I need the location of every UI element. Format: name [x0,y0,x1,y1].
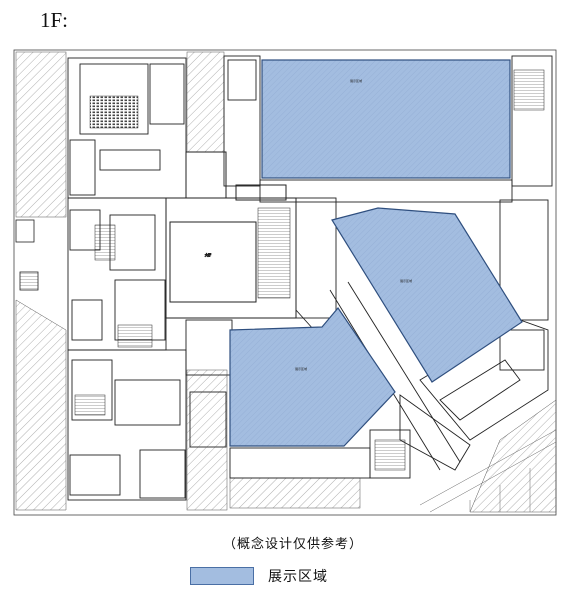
exhibit-area-east [331,207,523,383]
floor-label: 1F: [40,8,69,32]
left-exterior-items [15,219,39,291]
disclaimer-note: （概念设计仅供参考） [222,537,363,552]
svg-text:展示区域: 展示区域 [295,366,307,371]
bottom-wing [185,319,411,479]
top-wing [223,55,553,321]
site-boundary [13,49,557,516]
legend: 展示区域 [190,566,328,586]
svg-text:展示区域: 展示区域 [350,78,362,83]
svg-text:大厅: 大厅 [205,252,211,257]
exhibit-areas: 展示区域 展示区域 展示区域 [229,59,523,447]
site-grid [419,429,557,513]
exterior-hatch [15,51,557,513]
left-wing [67,57,187,501]
svg-text:展示区域: 展示区域 [400,278,412,283]
floor-plan: 大厅 展示区域 展示区域 展示区域 [13,49,557,516]
exhibit-area-north [261,59,511,179]
legend-label: 展示区域 [268,569,328,585]
central-lobby: 大厅 [165,151,297,319]
exhibit-area-south [229,307,396,447]
legend-swatch [190,567,254,585]
